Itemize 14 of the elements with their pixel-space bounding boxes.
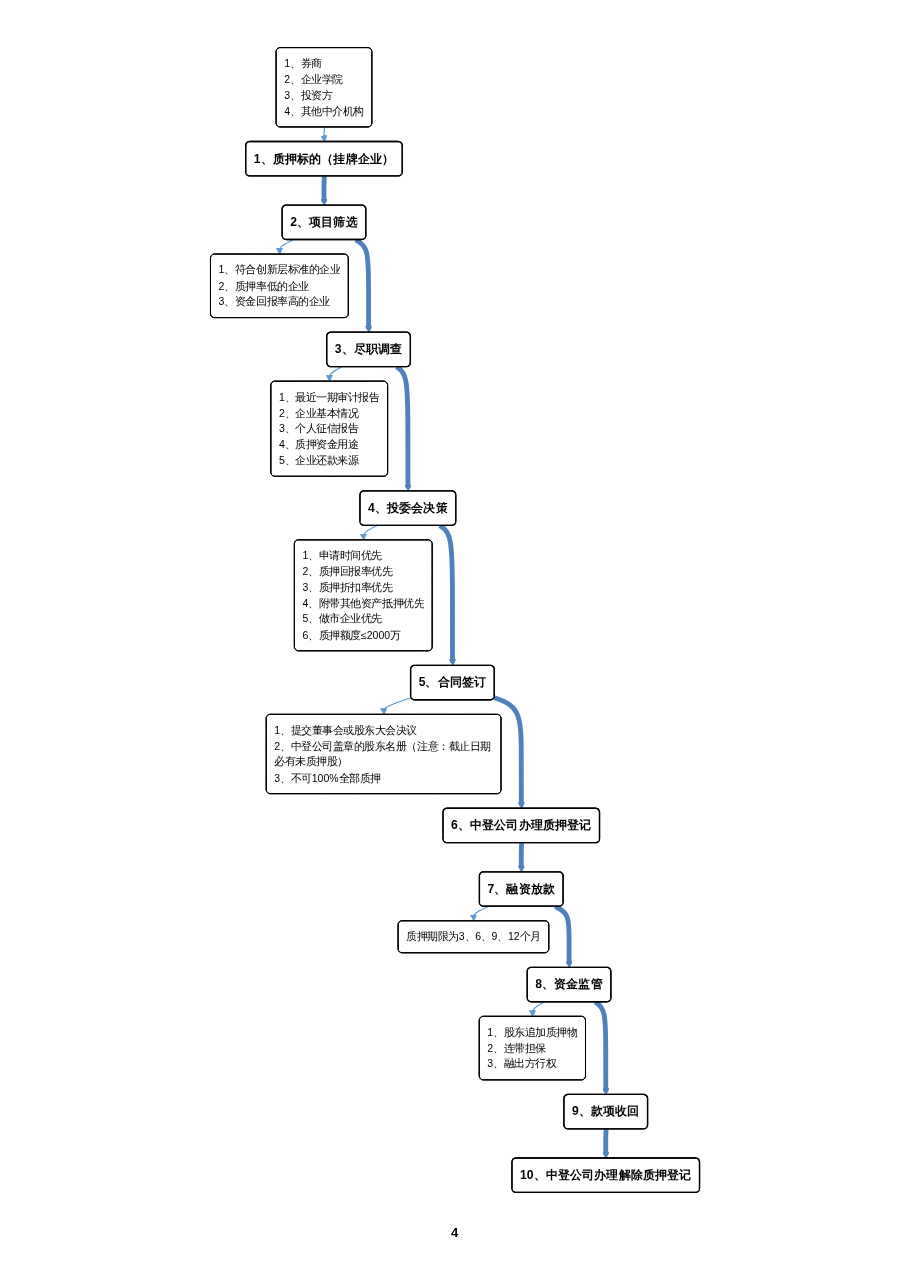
arrow xyxy=(325,366,342,382)
arrow xyxy=(517,841,525,873)
arrow xyxy=(469,906,489,922)
arrow xyxy=(601,1127,609,1159)
arrow xyxy=(379,697,412,716)
arrow xyxy=(359,525,378,541)
arrow xyxy=(553,904,573,969)
arrow xyxy=(493,695,525,809)
arrow xyxy=(593,1000,609,1096)
page-number: 4 xyxy=(450,1225,459,1240)
arrow xyxy=(319,126,328,143)
arrow xyxy=(528,1001,544,1018)
arrow xyxy=(275,239,294,255)
arrow xyxy=(319,175,328,206)
